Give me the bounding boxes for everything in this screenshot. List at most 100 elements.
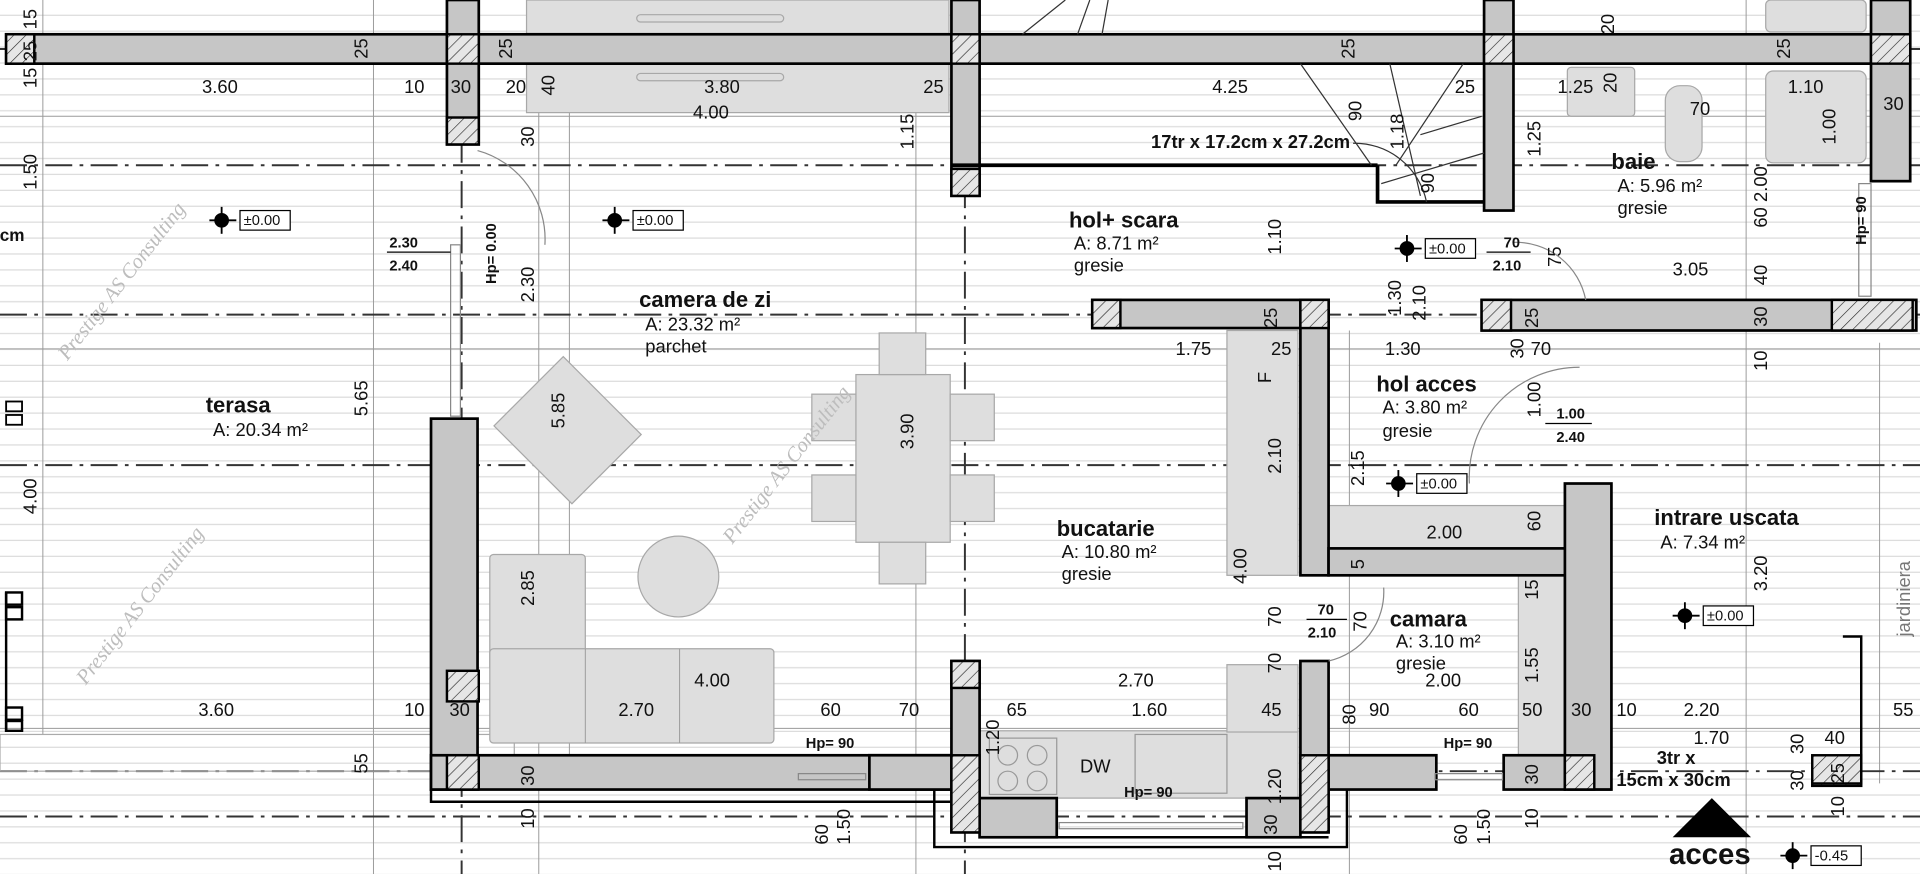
dimension-label: 70 bbox=[1264, 606, 1285, 626]
level-target-icon bbox=[1677, 608, 1693, 624]
room-floor: parchet bbox=[645, 336, 706, 357]
dining-table bbox=[855, 373, 951, 543]
room-name: camara bbox=[1390, 607, 1468, 632]
terrace-edge bbox=[0, 733, 515, 772]
dimension-label: 70 bbox=[1690, 98, 1710, 119]
dimension-label: 70 bbox=[1531, 338, 1551, 359]
level-target-icon bbox=[607, 212, 623, 228]
level-value: ±0.00 bbox=[1429, 241, 1466, 257]
opening-height: 2.40 bbox=[389, 259, 418, 275]
room-name: hol acces bbox=[1376, 372, 1476, 397]
planter bbox=[1812, 635, 1863, 785]
dimension-label: 4.00 bbox=[693, 102, 729, 123]
opening-height: 2.10 bbox=[1308, 626, 1337, 642]
opening-door-camara: 702.10 bbox=[1306, 602, 1347, 642]
room-name: intrare uscata bbox=[1654, 505, 1799, 530]
dimension-label: 5.85 bbox=[547, 393, 568, 429]
level-marker: ±0.00 bbox=[602, 206, 684, 234]
planter-label: jardiniera bbox=[1893, 560, 1914, 637]
dimension-label: 1.30 bbox=[1385, 338, 1421, 359]
dimension-label: 30 bbox=[1787, 770, 1808, 790]
opening-door-acces: 1.002.40 bbox=[1545, 407, 1592, 446]
dimension-label: 3.60 bbox=[202, 76, 238, 97]
dimension-label: 25 bbox=[495, 38, 516, 58]
dimension-label: 3.20 bbox=[1750, 556, 1771, 592]
level-marker: ±0.00 bbox=[1672, 602, 1755, 630]
room-name: baie bbox=[1611, 149, 1655, 174]
room-area: A: 5.96 m² bbox=[1618, 175, 1703, 196]
dimension-label: 10 bbox=[517, 808, 538, 828]
dimension-label: 1.60 bbox=[1131, 699, 1167, 720]
dimension-label: 10 bbox=[1264, 851, 1285, 871]
dimension-label: 1.70 bbox=[1693, 727, 1729, 748]
dimension-label: 1.15 bbox=[896, 114, 917, 150]
furniture bbox=[489, 0, 1867, 799]
dimension-label: 60 bbox=[1458, 699, 1478, 720]
room-area: A: 23.32 m² bbox=[645, 314, 740, 335]
dimension-label: 10 bbox=[404, 76, 424, 97]
dimension-label: 25 bbox=[1337, 38, 1358, 58]
washbasin bbox=[1566, 66, 1636, 117]
dimension-label: 30 bbox=[449, 699, 469, 720]
dimension-label: 2.85 bbox=[517, 570, 538, 606]
sill-height-label: Hp= 90 bbox=[1444, 736, 1493, 752]
railing bbox=[4, 400, 24, 733]
opening-window-terasa: 2.302.40 bbox=[386, 235, 451, 275]
stair-treads bbox=[1022, 0, 1485, 203]
dimension-label: 20 bbox=[1599, 73, 1620, 93]
dimension-label: 25 bbox=[1260, 308, 1281, 328]
room-name: bucatarie bbox=[1057, 516, 1155, 541]
dimension-label: 2.20 bbox=[1684, 699, 1720, 720]
shower bbox=[1765, 70, 1867, 164]
dimension-label: 10 bbox=[1521, 808, 1542, 828]
level-value: ±0.00 bbox=[1420, 476, 1457, 492]
dimension-label: 5 bbox=[1347, 559, 1368, 569]
dimension-label: 5.65 bbox=[350, 380, 371, 416]
walls bbox=[4, 0, 1918, 849]
dimension-label: 2.30 bbox=[517, 267, 538, 303]
dimension-label: 30 bbox=[517, 765, 538, 785]
dimension-label: 45 bbox=[1261, 699, 1281, 720]
coffee-table bbox=[637, 535, 720, 618]
opening-width: 1.00 bbox=[1556, 407, 1585, 423]
room-name: terasa bbox=[206, 393, 272, 418]
opening-width: 70 bbox=[1504, 235, 1520, 251]
armchair bbox=[493, 355, 643, 505]
dimension-label: 1.50 bbox=[1473, 809, 1494, 845]
level-marker: ±0.00 bbox=[1386, 470, 1468, 497]
dimension-label: 20 bbox=[1597, 14, 1618, 34]
dimension-label: 1.50 bbox=[20, 154, 41, 190]
entry-stair-note-2: 15cm x 30cm bbox=[1616, 769, 1730, 790]
opening-width: 70 bbox=[1318, 602, 1334, 618]
dimension-label: 1.25 bbox=[1523, 121, 1544, 157]
door-swings bbox=[450, 149, 1872, 830]
fridge-column bbox=[1226, 329, 1299, 576]
dimension-label: 20 bbox=[506, 76, 526, 97]
dimension-label: 1.00 bbox=[1819, 109, 1840, 145]
dimension-label: 2.70 bbox=[1118, 670, 1154, 691]
dimension-label: 4.00 bbox=[694, 670, 730, 691]
dimension-label: 2.15 bbox=[1347, 450, 1368, 486]
dimension-label: 70 bbox=[1350, 611, 1371, 631]
opening-height: 2.10 bbox=[1493, 259, 1522, 275]
shower-top bbox=[1765, 0, 1867, 33]
dimension-label: 10 bbox=[1827, 796, 1848, 816]
level-target-icon bbox=[1785, 848, 1800, 863]
dishwasher-label: DW bbox=[1080, 755, 1111, 776]
dimension-label: 1.20 bbox=[982, 720, 1003, 756]
entry-stair-note-1: 3tr x bbox=[1657, 747, 1697, 768]
dimension-label: 1.55 bbox=[1521, 647, 1542, 683]
level-value: ±0.00 bbox=[244, 213, 281, 229]
dimension-label: 15 bbox=[20, 9, 41, 29]
dimension-label: 25 bbox=[1521, 308, 1542, 328]
level-marker: -0.45 bbox=[1780, 842, 1862, 870]
opening-door-baie: 702.10 bbox=[1486, 235, 1531, 275]
dimension-label: 4.25 bbox=[1212, 76, 1248, 97]
dimension-label: 30 bbox=[1260, 814, 1281, 834]
dimension-label: 30 bbox=[1750, 306, 1771, 326]
room-area: A: 10.80 m² bbox=[1062, 541, 1157, 562]
